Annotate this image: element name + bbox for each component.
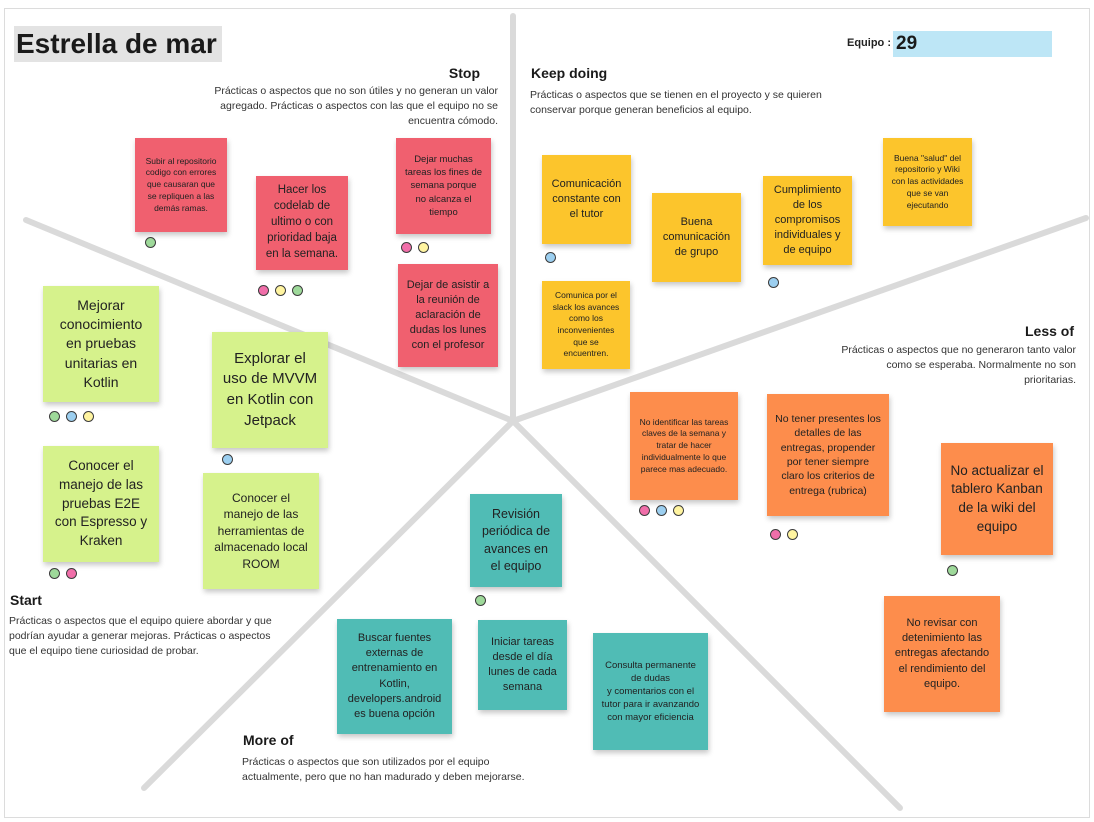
sticky-note-keep-1[interactable]: Comunicación constante con el tutor [542,155,631,244]
line-lower-left [141,418,516,791]
sticky-note-less-3[interactable]: No actualizar el tablero Kanban de la wi… [941,443,1053,555]
keep-heading: Keep doing [531,65,608,81]
team-number-field[interactable]: 29 [893,31,1052,57]
vote-dots [49,411,94,422]
note-text: Buena comunicación de grupo [662,215,731,259]
note-text: Comunicación constante con el tutor [551,177,622,221]
vote-dot [401,242,412,253]
note-text: Iniciar tareas desde el día lunes de cad… [488,635,557,694]
vote-dot [49,568,60,579]
note-text: Buscar fuentes externas de entrenamiento… [347,631,442,720]
vote-dot [673,505,684,516]
note-text: Buena "salud" del repositorio y Wiki con… [891,152,964,210]
note-text: No actualizar el tablero Kanban de la wi… [950,462,1044,534]
note-text: No revisar con detenimiento las entregas… [894,617,990,690]
vote-dots [770,529,798,540]
vote-dot [145,237,156,248]
start-description: Prácticas o aspectos que el equipo quier… [9,615,272,657]
sticky-note-stop-2[interactable]: Hacer los codelab de ultimo o con priori… [256,176,348,270]
sticky-note-stop-4[interactable]: Dejar de asistir a la reunión de aclarac… [398,264,498,367]
vote-dot [222,454,233,465]
vote-dot [947,565,958,576]
note-text: Dejar muchas tareas los fines de semana … [404,154,483,218]
vote-dots [222,454,233,465]
note-text: Explorar el uso de MVVM en Kotlin con Je… [222,349,318,429]
sticky-note-more-1[interactable]: Revisión periódica de avances en el equi… [470,494,562,587]
sticky-note-start-4[interactable]: Conocer el manejo de las herramientas de… [203,473,319,589]
note-text: Conocer el manejo de las pruebas E2E con… [54,458,148,548]
vote-dots [401,242,429,253]
vote-dots [49,568,77,579]
sticky-note-less-2[interactable]: No tener presentes los detalles de las e… [767,394,889,516]
sticky-note-less-1[interactable]: No identificar las tareas claves de la s… [630,392,738,500]
vote-dot [49,411,60,422]
line-upper-right [510,215,1089,424]
sticky-note-stop-3[interactable]: Dejar muchas tareas los fines de semana … [396,138,491,234]
vote-dots [639,505,684,516]
note-text: Subir al repositorio codigo con errores … [145,155,217,213]
vote-dots [145,237,156,248]
note-text: Hacer los codelab de ultimo o con priori… [265,184,339,260]
vote-dots [258,285,303,296]
vote-dots [475,595,486,606]
note-text: Conocer el manejo de las herramientas de… [214,490,308,571]
more-description: Prácticas o aspectos que son utilizados … [242,756,525,783]
more-heading: More of [243,732,294,748]
sticky-note-keep-2[interactable]: Buena comunicación de grupo [652,193,741,282]
sticky-note-more-2[interactable]: Buscar fuentes externas de entrenamiento… [337,619,452,734]
sticky-note-start-1[interactable]: Mejorar conocimiento en pruebas unitaria… [43,286,159,402]
note-text: Dejar de asistir a la reunión de aclarac… [406,278,490,352]
vote-dot [787,529,798,540]
sticky-note-start-3[interactable]: Conocer el manejo de las pruebas E2E con… [43,446,159,562]
line-upper-left [23,217,516,424]
sticky-note-keep-3[interactable]: Cumplimiento de los compromisos individu… [763,176,852,265]
vote-dot [639,505,650,516]
vote-dot [545,252,556,263]
vote-dots [768,277,779,288]
less-heading: Less of [1024,323,1074,339]
vote-dot [656,505,667,516]
stop-description: Prácticas o aspectos que no son útiles y… [214,85,498,127]
board-title: Estrella de mar [14,26,222,62]
note-text: Mejorar conocimiento en pruebas unitaria… [59,296,143,390]
vote-dot [275,285,286,296]
vote-dot [475,595,486,606]
note-text: Consulta permanente de dudas y comentari… [601,659,700,724]
note-text: No tener presentes los detalles de las e… [775,412,881,497]
team-label: Equipo : [847,37,891,49]
less-description: Prácticas o aspectos que no generaron ta… [841,344,1076,386]
line-lower-right [510,418,903,811]
vote-dot [258,285,269,296]
sticky-note-more-3[interactable]: Iniciar tareas desde el día lunes de cad… [478,620,567,710]
note-text: No identificar las tareas claves de la s… [639,416,729,474]
vote-dot [768,277,779,288]
vote-dots [545,252,556,263]
sticky-note-more-4[interactable]: Consulta permanente de dudas y comentari… [593,633,708,750]
note-text: Revisión periódica de avances en el equi… [481,507,551,573]
stop-heading: Stop [448,65,480,81]
vote-dots [947,565,958,576]
sticky-note-keep-5[interactable]: Comunica por el slack los avances como l… [542,281,630,369]
sticky-note-stop-1[interactable]: Subir al repositorio codigo con errores … [135,138,227,232]
start-heading: Start [10,592,42,608]
note-text: Cumplimiento de los compromisos individu… [773,183,842,257]
keep-description: Prácticas o aspectos que se tienen en el… [530,89,822,116]
vote-dot [418,242,429,253]
note-text: Comunica por el slack los avances como l… [552,289,620,359]
sticky-note-start-2[interactable]: Explorar el uso de MVVM en Kotlin con Je… [212,332,328,448]
vote-dot [83,411,94,422]
vote-dot [292,285,303,296]
vote-dot [66,568,77,579]
sticky-note-keep-4[interactable]: Buena "salud" del repositorio y Wiki con… [883,138,972,226]
vote-dot [66,411,77,422]
vote-dot [770,529,781,540]
sticky-note-less-4[interactable]: No revisar con detenimiento las entregas… [884,596,1000,712]
